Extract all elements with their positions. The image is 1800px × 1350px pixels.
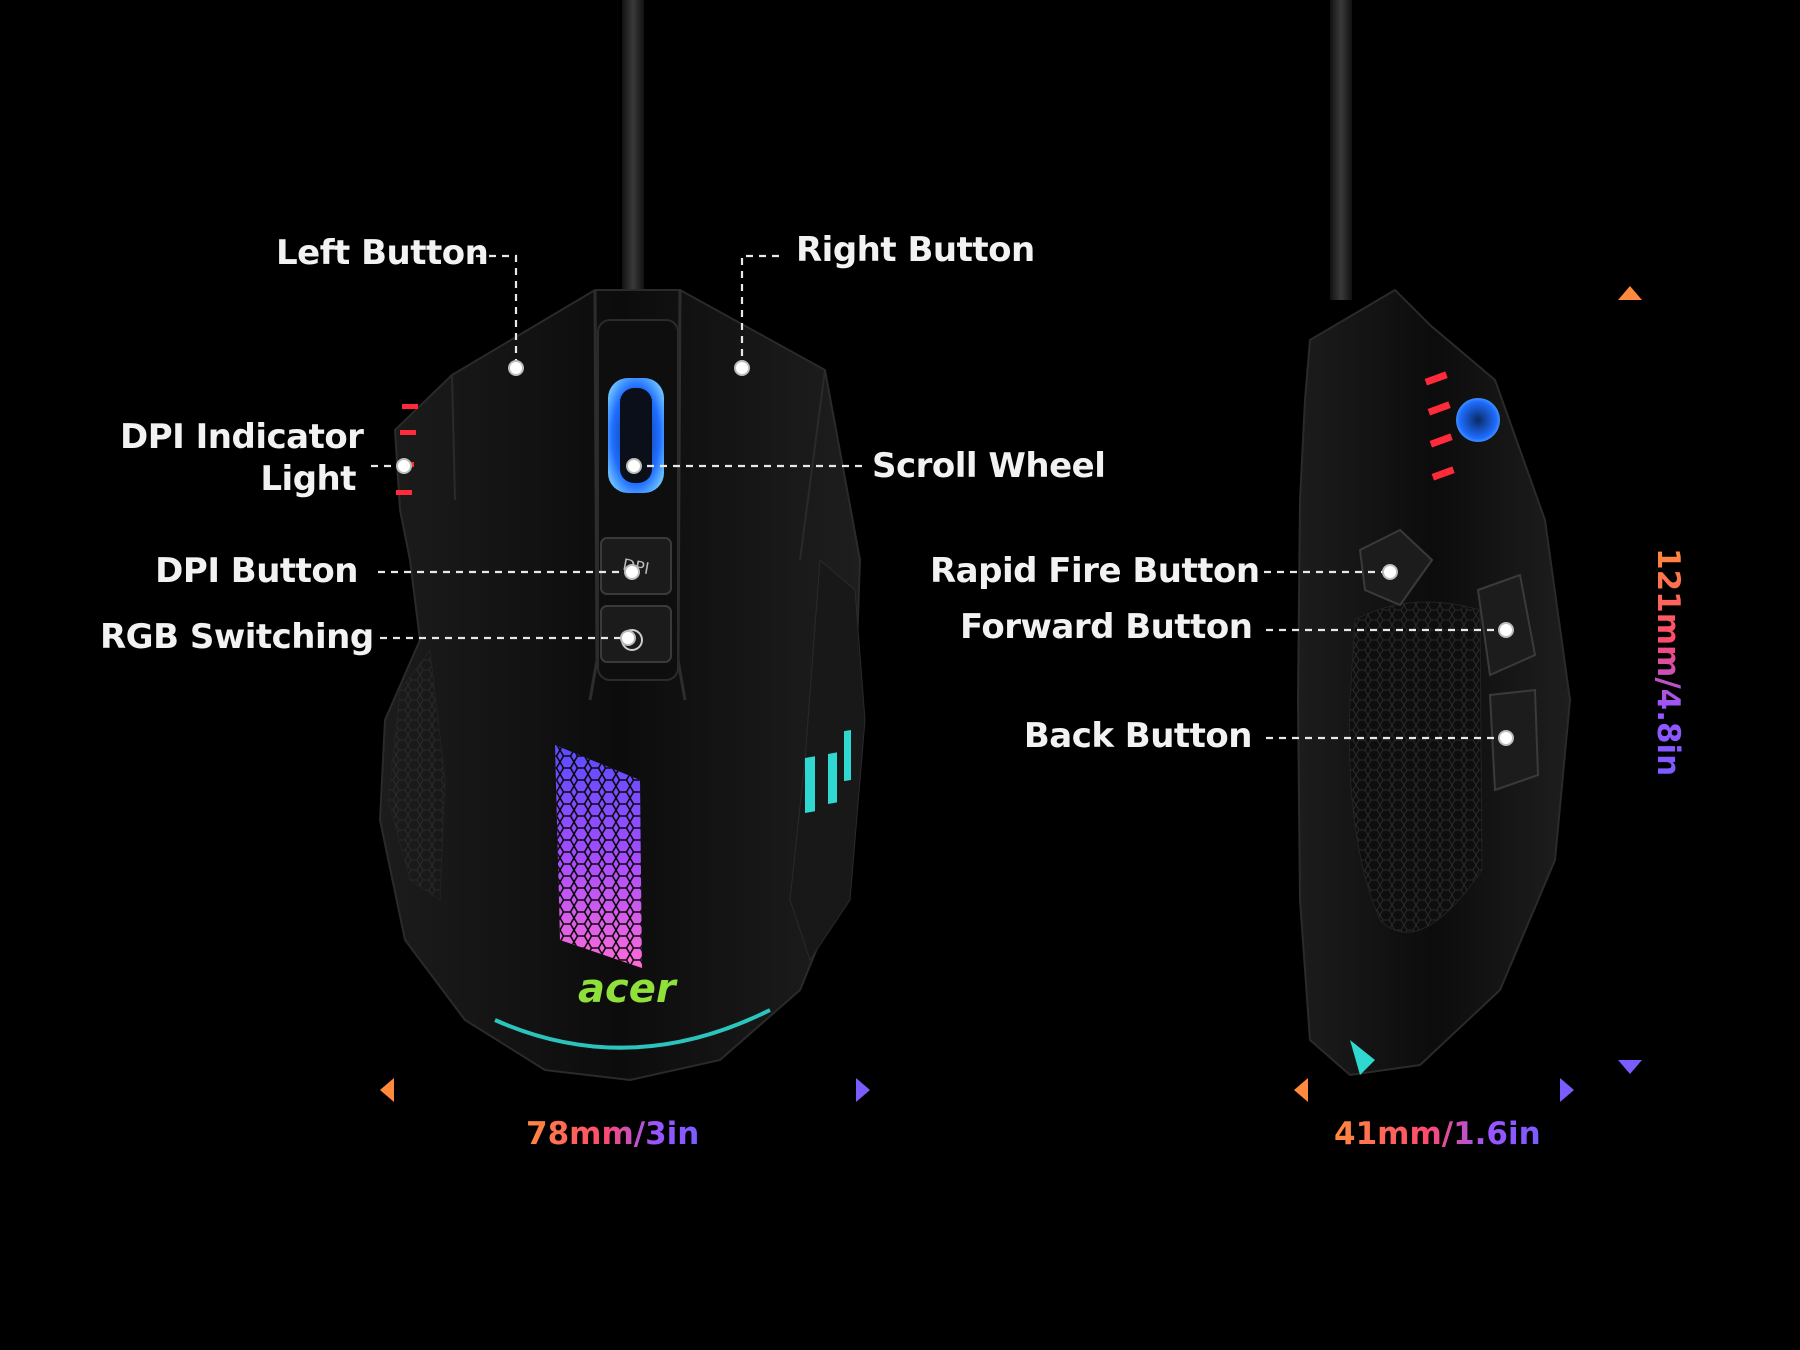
callout-forward-button: Forward Button [960,607,1253,647]
acer-logo: acer [578,966,678,1012]
callout-dpi-button: DPI Button [155,551,358,591]
cyan-accent-1 [805,756,815,814]
dpi-light-4 [396,490,412,495]
dpi-light-1 [402,404,418,409]
callout-scroll-wheel: Scroll Wheel [872,446,1106,486]
cyan-accent-2 [828,752,837,805]
callout-dpi-indicator-line1: DPI Indicator [120,417,364,457]
length-dimension-arrow [1618,286,1642,1074]
width-dimension-label: 78mm/3in [526,1116,700,1152]
side-cable [1330,0,1352,300]
callout-dpi-indicator-light: DPI Indicator Light [120,416,364,500]
callout-rapid-fire-button: Rapid Fire Button [930,551,1260,591]
cable [622,0,644,295]
back-key [1488,688,1540,792]
right-flank [789,558,866,962]
callout-back-button: Back Button [1023,716,1253,756]
front-view-mouse: DPI acer [378,0,866,1082]
left-grip [387,648,446,901]
depth-dimension-arrow [1294,1078,1574,1102]
callout-right-button: Right Button [796,230,1035,270]
callout-lines [371,254,1506,740]
depth-dimension-label: 41mm/1.6in [1334,1116,1541,1152]
dpi-light-2 [400,430,416,435]
cyan-accent-3 [844,729,851,782]
width-dimension-arrow [380,1078,870,1102]
callout-dpi-indicator-line2: Light [260,459,356,499]
side-scroll-wheel [1456,398,1500,442]
callout-rgb-switching: RGB Switching [100,617,374,657]
mouse-body [378,289,862,1082]
side-view-mouse [1296,0,1572,1077]
callout-dots [396,360,1514,746]
callout-left-button: Left Button [276,233,489,273]
rgb-icon [600,605,672,663]
length-dimension-label: 121mm/4.8in [1650,548,1686,777]
